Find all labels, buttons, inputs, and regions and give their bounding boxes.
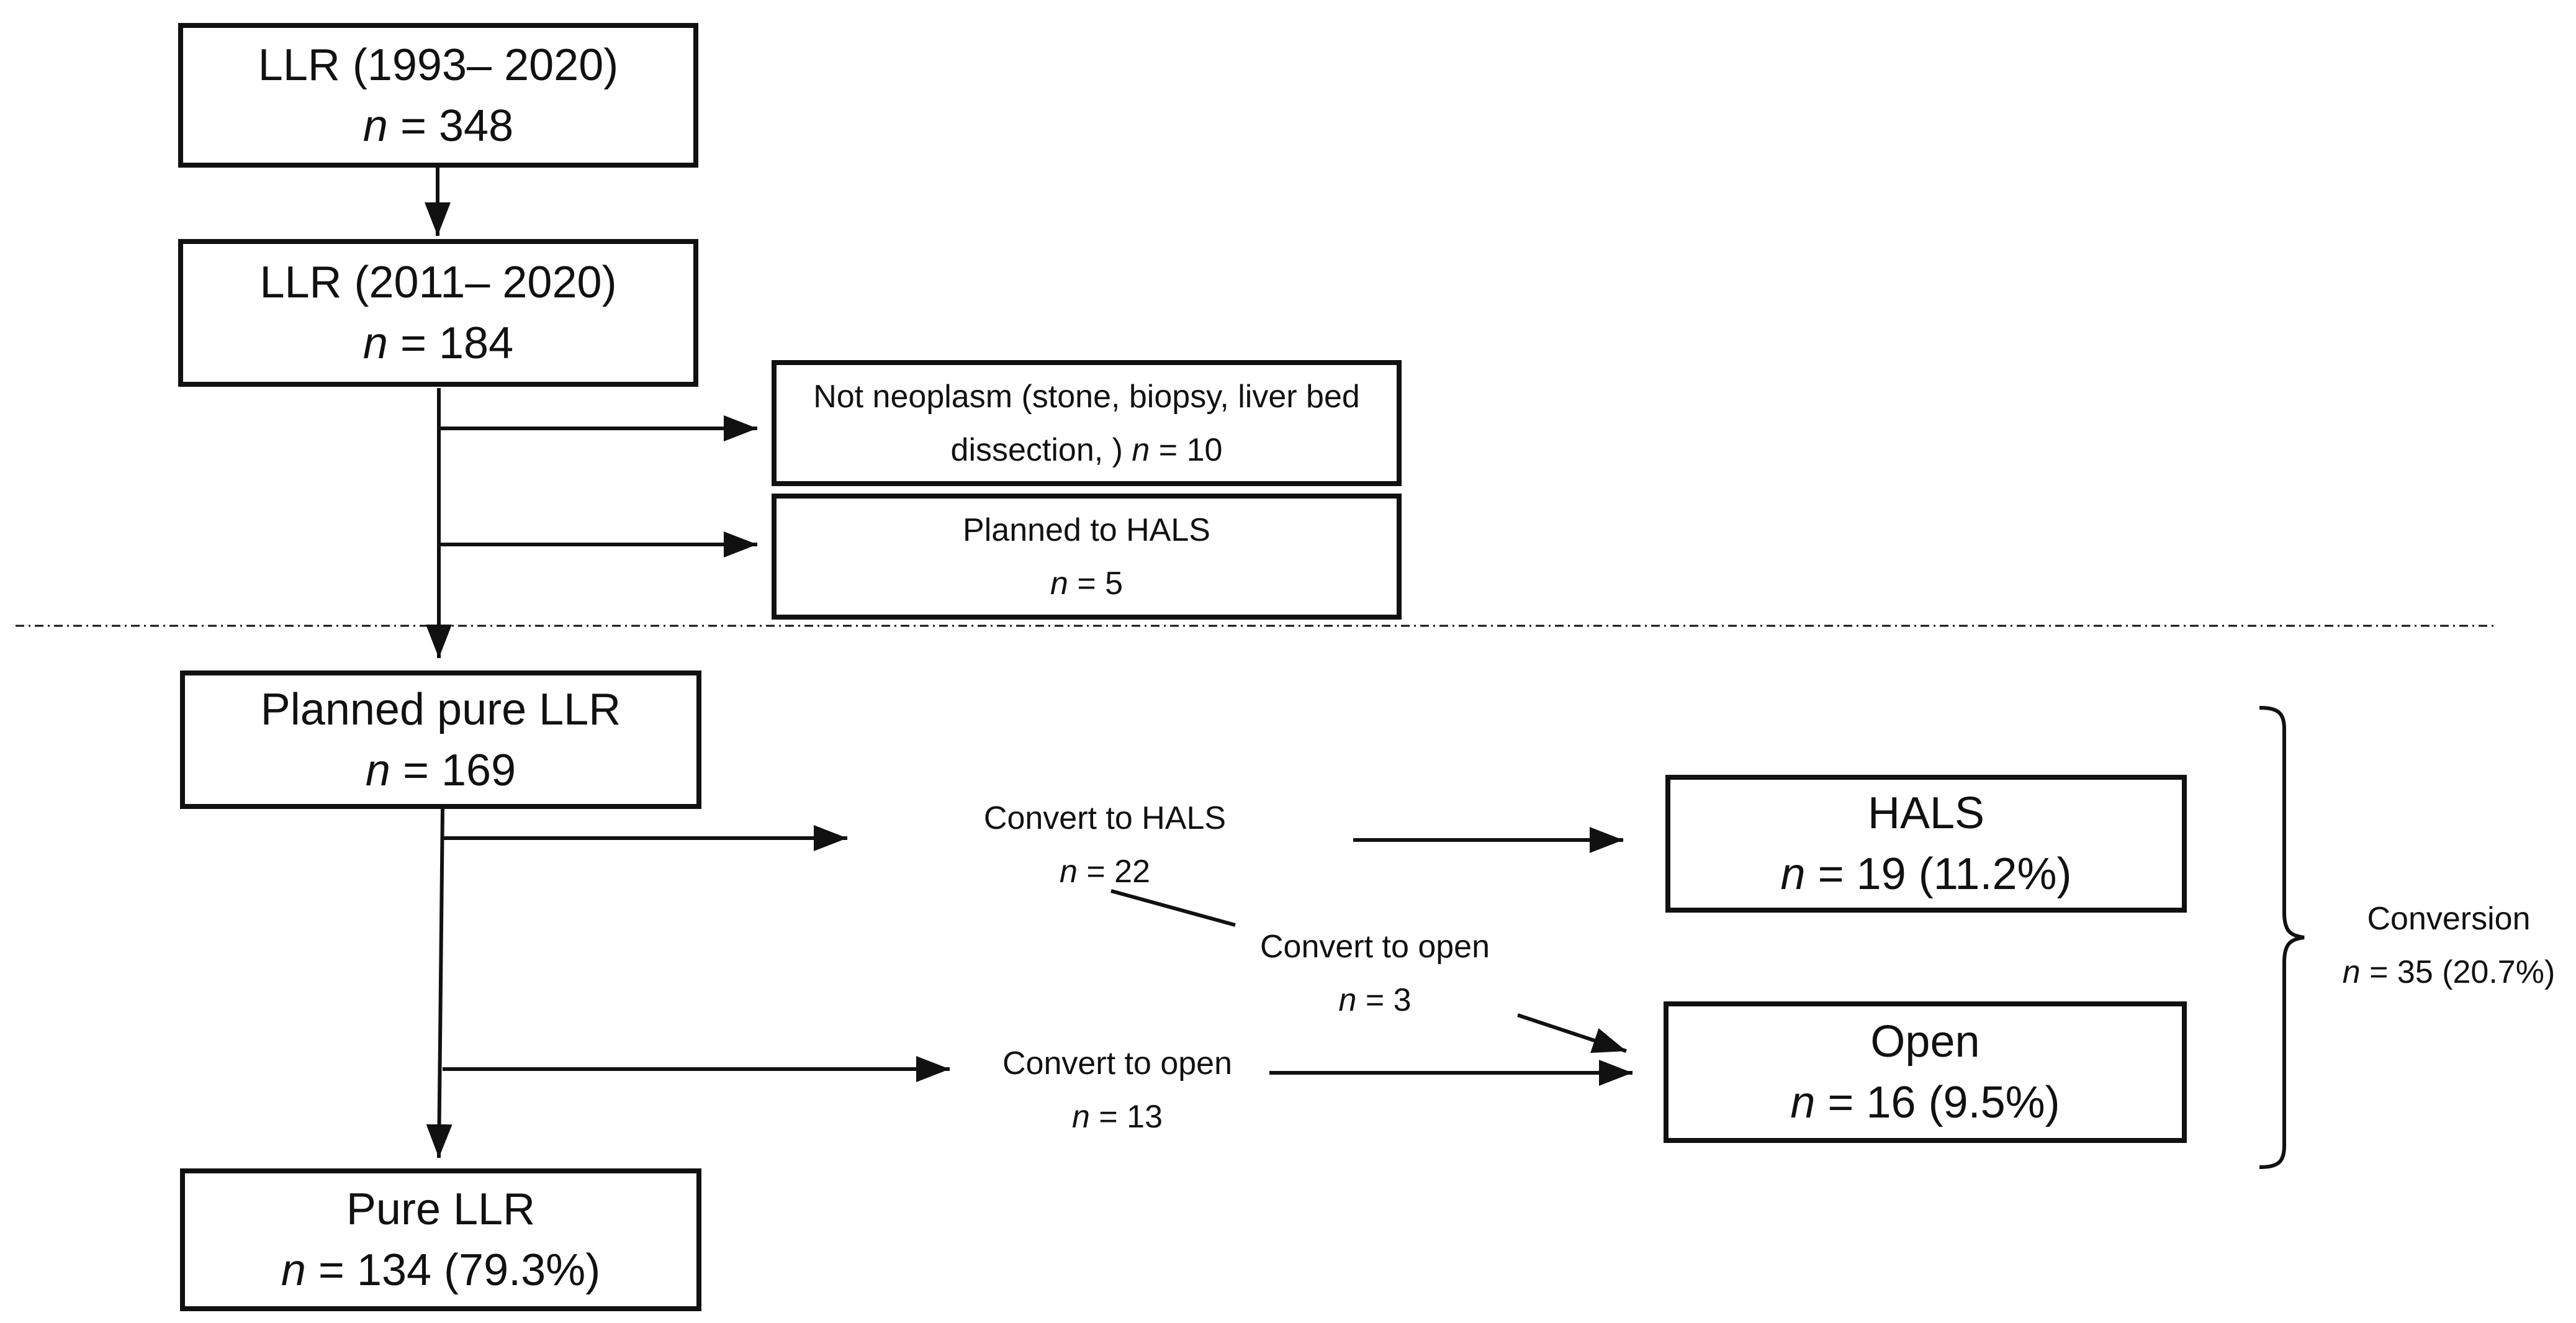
- box-pure-llr-title: Pure LLR: [346, 1185, 536, 1234]
- arrow-open-label-to-open: [1517, 1013, 1627, 1053]
- n-symbol: n: [1780, 849, 1806, 899]
- label-conversion-title: Conversion: [2367, 901, 2531, 937]
- box-hals: HALS n = 19 (11.2%): [1665, 775, 2187, 913]
- box-planned-hals: Planned to HALS n = 5: [772, 494, 1402, 620]
- box-hals-title: HALS: [1867, 788, 1985, 838]
- box-hals-count: n = 19 (11.2%): [1781, 844, 2072, 905]
- box-pure-llr-count: n = 134 (79.3%): [281, 1240, 600, 1301]
- box-open-count: n = 16 (9.5%): [1790, 1072, 2060, 1133]
- count-value: = 169: [402, 745, 516, 795]
- count-value: = 22: [1086, 854, 1151, 890]
- label-convert-open-13-title: Convert to open: [1002, 1045, 1233, 1081]
- n-symbol: n: [1790, 1078, 1816, 1127]
- box-llr-2011-2020-count: n = 184: [363, 313, 513, 374]
- n-symbol: n: [363, 101, 388, 151]
- count-value: = 348: [400, 101, 514, 151]
- n-symbol: n: [1050, 565, 1068, 602]
- n-symbol: n: [2342, 954, 2361, 990]
- label-convert-open-3: Convert to open n = 3: [1201, 920, 1549, 1027]
- count-value: = 35 (20.7%): [2369, 954, 2556, 990]
- box-pure-llr: Pure LLR n = 134 (79.3%): [180, 1168, 701, 1311]
- count-value: = 184: [400, 318, 514, 368]
- label-conversion: Conversion n = 35 (20.7%): [2325, 892, 2573, 999]
- label-conversion-count: n = 35 (20.7%): [2325, 946, 2573, 999]
- label-convert-open-3-title: Convert to open: [1259, 929, 1490, 965]
- n-symbol: n: [1059, 854, 1078, 890]
- label-convert-hals: Convert to HALS n = 22: [931, 792, 1279, 898]
- box-llr-1993-2020: LLR (1993– 2020) n = 348: [178, 23, 698, 168]
- box-not-neoplasm-line1: Not neoplasm (stone, biopsy, liver bed: [813, 378, 1360, 415]
- box-open-title: Open: [1870, 1017, 1980, 1067]
- box-llr-2011-2020-title: LLR (2011– 2020): [259, 258, 617, 307]
- box-planned-pure-llr: Planned pure LLR n = 169: [180, 671, 701, 809]
- diagonal-hals-to-open-label: [1110, 889, 1236, 927]
- label-convert-open-13: Convert to open n = 13: [943, 1037, 1291, 1144]
- box-llr-1993-2020-count: n = 348: [363, 96, 513, 156]
- count-value: = 13: [1099, 1099, 1163, 1135]
- box-not-neoplasm-line2: dissection, ) n = 10: [951, 423, 1223, 477]
- trunk-to-pure-llr: [426, 808, 453, 1158]
- count-value: = 10: [1158, 431, 1223, 468]
- label-convert-hals-title: Convert to HALS: [983, 800, 1227, 836]
- n-symbol: n: [1132, 431, 1150, 468]
- count-value: = 134 (79.3%): [318, 1245, 601, 1295]
- count-value: = 19 (11.2%): [1817, 849, 2072, 899]
- box-planned-hals-title: Planned to HALS: [963, 512, 1210, 548]
- box-not-neoplasm: Not neoplasm (stone, biopsy, liver bed d…: [772, 360, 1402, 486]
- box-planned-hals-count: n = 5: [1050, 557, 1123, 610]
- box-open: Open n = 16 (9.5%): [1664, 1001, 2187, 1143]
- n-symbol: n: [1071, 1099, 1090, 1135]
- count-value: = 16 (9.5%): [1827, 1078, 2060, 1127]
- n-symbol: n: [281, 1245, 306, 1295]
- curly-brace: [2259, 706, 2305, 1169]
- box-llr-1993-2020-title: LLR (1993– 2020): [258, 40, 619, 90]
- n-symbol: n: [365, 745, 390, 795]
- n-symbol: n: [363, 318, 388, 368]
- n-symbol: n: [1338, 982, 1357, 1018]
- label-convert-open-3-count: n = 3: [1201, 973, 1549, 1027]
- count-value: = 3: [1365, 982, 1412, 1018]
- label-convert-hals-count: n = 22: [931, 845, 1279, 898]
- label-convert-open-13-count: n = 13: [943, 1090, 1291, 1144]
- count-value: = 5: [1077, 565, 1124, 602]
- box-planned-pure-llr-title: Planned pure LLR: [260, 684, 621, 734]
- box-planned-pure-llr-count: n = 169: [366, 740, 516, 801]
- box-llr-2011-2020: LLR (2011– 2020) n = 184: [178, 239, 698, 387]
- line2-prefix: dissection, ): [950, 431, 1132, 468]
